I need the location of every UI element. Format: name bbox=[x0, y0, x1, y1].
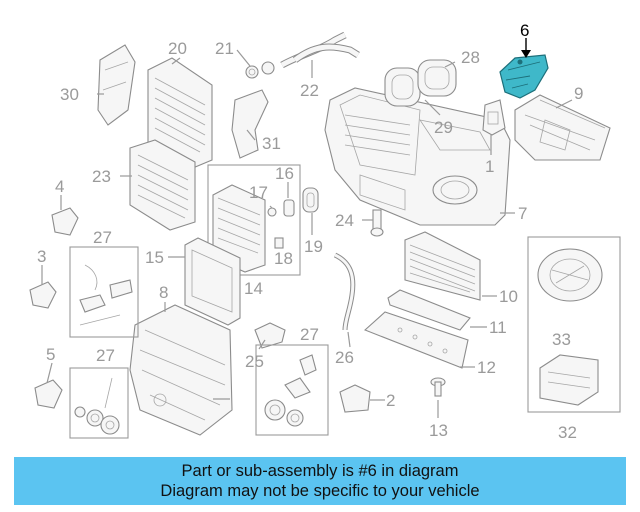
callout-22: 22 bbox=[300, 81, 319, 100]
callout-30: 30 bbox=[60, 85, 79, 104]
banner-line-1: Part or sub-assembly is #6 in diagram bbox=[181, 462, 459, 480]
callout-12: 12 bbox=[477, 358, 496, 377]
part-22-pipes-drawing bbox=[280, 31, 360, 69]
callout-19: 19 bbox=[304, 237, 323, 256]
part-14-group-drawing bbox=[207, 164, 301, 276]
callout-5: 5 bbox=[46, 345, 55, 364]
callout-11: 11 bbox=[489, 318, 507, 337]
part-8-lower-housing-drawing bbox=[129, 304, 233, 436]
hvac-housing-drawing bbox=[324, 87, 511, 226]
parts-diagram: 1 2 3 4 5 6 7 8 9 10 11 12 13 14 15 16 1… bbox=[29, 21, 621, 442]
callout-17: 17 bbox=[249, 183, 268, 202]
part-27-group-a-drawing bbox=[69, 246, 139, 338]
part-27-group-c-drawing bbox=[69, 367, 129, 439]
callout-16: 16 bbox=[275, 164, 294, 183]
callout-31: 31 bbox=[262, 134, 281, 153]
callout-29: 29 bbox=[434, 118, 453, 137]
part-15-frame-drawing bbox=[184, 237, 241, 326]
callout-21: 21 bbox=[215, 39, 234, 58]
part-9-flap-drawing bbox=[514, 94, 611, 161]
callout-25: 25 bbox=[245, 352, 264, 371]
blower-motor-group-drawing bbox=[527, 236, 621, 413]
callout-13: 13 bbox=[429, 421, 448, 440]
callout-32: 32 bbox=[558, 423, 577, 442]
callout-18: 18 bbox=[274, 249, 293, 268]
part-27-group-b-drawing bbox=[255, 344, 329, 436]
callout-4: 4 bbox=[55, 177, 64, 196]
callout-6: 6 bbox=[520, 21, 529, 40]
part-19-seal-drawing bbox=[302, 187, 319, 213]
banner-line-2: Diagram may not be specific to your vehi… bbox=[160, 482, 480, 500]
callout-10: 10 bbox=[499, 287, 518, 306]
callout-27-left: 27 bbox=[93, 228, 112, 247]
part-1-actuator-drawing bbox=[482, 99, 506, 136]
callout-33: 33 bbox=[552, 330, 571, 349]
info-banner: Part or sub-assembly is #6 in diagram Di… bbox=[14, 457, 626, 505]
callout-24: 24 bbox=[335, 211, 354, 230]
part-31-bracket-drawing bbox=[231, 89, 269, 159]
part-25-connector-drawing bbox=[254, 322, 286, 349]
part-30-duct-drawing bbox=[97, 44, 136, 126]
part-24-sensor-drawing bbox=[370, 209, 384, 237]
callout-8: 8 bbox=[159, 283, 168, 302]
callout-9: 9 bbox=[574, 84, 583, 103]
callout-26: 26 bbox=[335, 348, 354, 367]
callout-15: 15 bbox=[145, 248, 164, 267]
callout-7: 7 bbox=[518, 204, 527, 223]
callout-1: 1 bbox=[485, 157, 494, 176]
callout-27-bottom-left: 27 bbox=[96, 346, 115, 365]
callout-23: 23 bbox=[92, 167, 111, 186]
part-13-fastener-drawing bbox=[430, 377, 446, 397]
part-26-hose-drawing bbox=[333, 252, 356, 331]
part-11-12-plates-drawing bbox=[363, 289, 471, 369]
callout-14: 14 bbox=[244, 279, 263, 298]
part-23-evaporator-drawing bbox=[129, 139, 196, 231]
seal-gasket-drawing bbox=[384, 59, 457, 107]
part-21-oring-drawing bbox=[245, 61, 275, 79]
part-3-4-5-actuators-drawing bbox=[29, 207, 79, 409]
part-2-connector-drawing bbox=[339, 384, 371, 413]
callout-27-middle: 27 bbox=[300, 325, 319, 344]
callout-3: 3 bbox=[37, 247, 46, 266]
part-6-bracket-drawing bbox=[499, 54, 549, 99]
leader-lines bbox=[41, 38, 573, 418]
callout-2: 2 bbox=[386, 391, 395, 410]
callout-20: 20 bbox=[168, 39, 187, 58]
part-10-filter-drawing bbox=[404, 231, 481, 301]
callout-28: 28 bbox=[461, 48, 480, 67]
callout-labels: 1 2 3 4 5 6 7 8 9 10 11 12 13 14 15 16 1… bbox=[37, 21, 583, 442]
